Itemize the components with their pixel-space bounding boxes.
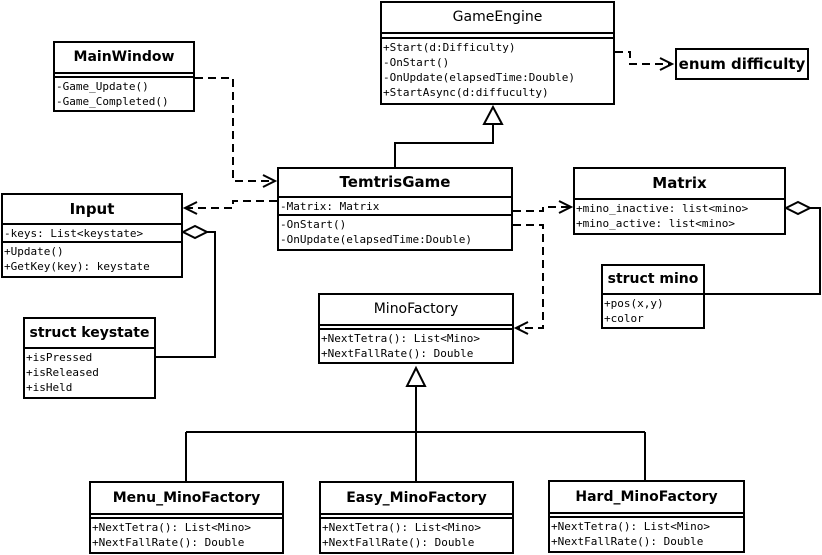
attribute-row: +color xyxy=(604,312,644,325)
attributes-section: -keys: List<keystate> xyxy=(3,225,181,243)
attribute-row: -Matrix: Matrix xyxy=(280,200,380,213)
class-name: MinoFactory xyxy=(320,295,512,326)
class-main-window[interactable]: MainWindow -Game_Update() -Game_Complete… xyxy=(53,41,195,112)
method-row: -Game_Completed() xyxy=(56,95,169,108)
method-row: -OnUpdate(elapsedTime:Double) xyxy=(280,233,473,246)
dependency-line-gameengine-to-enum xyxy=(615,51,672,65)
method-row: +NextTetra(): List<Mino> xyxy=(322,521,481,534)
inheritance-arrowhead-minofactory xyxy=(405,365,427,387)
attribute-row: +mino_active: list<mino> xyxy=(576,217,735,230)
dependency-line-temtris-to-input xyxy=(185,200,277,209)
struct-name: struct keystate xyxy=(25,319,154,349)
attributes-section: +isPressed +isReleased +isHeld xyxy=(25,349,154,395)
struct-keystate[interactable]: struct keystate +isPressed +isReleased +… xyxy=(23,317,156,399)
dependency-arrowhead-minofactory xyxy=(513,321,529,335)
attribute-row: +isPressed xyxy=(26,351,93,364)
attributes-section: +pos(x,y) +color xyxy=(603,295,703,326)
dependency-line-mainwindow-to-temtris xyxy=(195,77,275,182)
enum-difficulty[interactable]: enum difficulty xyxy=(675,48,809,80)
methods-section: -OnStart() -OnUpdate(elapsedTime:Double) xyxy=(279,216,511,247)
attributes-section: +mino_inactive: list<mino> +mino_active:… xyxy=(575,200,784,231)
method-row: -OnStart() xyxy=(280,218,347,231)
method-row: -OnUpdate(elapsedTime:Double) xyxy=(383,71,576,84)
class-name: MainWindow xyxy=(55,43,193,74)
enum-name: enum difficulty xyxy=(678,55,806,73)
class-easy-mino-factory[interactable]: Easy_MinoFactory +NextTetra(): List<Mino… xyxy=(319,481,514,554)
methods-section: +NextTetra(): List<Mino> +NextFallRate()… xyxy=(550,518,743,549)
attributes-section: -Matrix: Matrix xyxy=(279,198,511,216)
method-row: +NextFallRate(): Double xyxy=(321,347,474,360)
method-row: +NextFallRate(): Double xyxy=(92,536,245,549)
struct-name: struct mino xyxy=(603,266,703,295)
methods-section: -Game_Update() -Game_Completed() xyxy=(55,78,193,109)
methods-section: +NextTetra(): List<Mino> +NextFallRate()… xyxy=(320,330,512,361)
method-row: +StartAsync(d:diffuculty) xyxy=(383,86,549,99)
aggregation-diamond-input xyxy=(180,224,210,240)
attributes-section xyxy=(321,515,512,519)
class-name: Menu_MinoFactory xyxy=(91,483,282,515)
inheritance-line-temtris-to-gameengine xyxy=(394,124,494,167)
method-row: +GetKey(key): keystate xyxy=(4,260,150,273)
method-row: +NextTetra(): List<Mino> xyxy=(92,521,251,534)
dependency-arrowhead-matrix xyxy=(558,200,574,214)
methods-section: +Start(d:Difficulty) -OnStart() -OnUpdat… xyxy=(382,39,613,100)
method-row: -Game_Update() xyxy=(56,80,149,93)
class-temtris-game[interactable]: TemtrisGame -Matrix: Matrix -OnStart() -… xyxy=(277,167,513,251)
class-name: Easy_MinoFactory xyxy=(321,483,512,515)
method-row: +NextFallRate(): Double xyxy=(551,535,704,548)
class-input[interactable]: Input -keys: List<keystate> +Update() +G… xyxy=(1,193,183,278)
aggregation-line-keystate-to-input xyxy=(156,231,216,358)
attribute-row: +isReleased xyxy=(26,366,99,379)
attribute-row: -keys: List<keystate> xyxy=(4,227,144,240)
class-name: Hard_MinoFactory xyxy=(550,482,743,514)
struct-mino[interactable]: struct mino +pos(x,y) +color xyxy=(601,264,705,329)
class-hard-mino-factory[interactable]: Hard_MinoFactory +NextTetra(): List<Mino… xyxy=(548,480,745,553)
class-name: Matrix xyxy=(575,169,784,200)
class-matrix[interactable]: Matrix +mino_inactive: list<mino> +mino_… xyxy=(573,167,786,235)
attributes-section xyxy=(550,514,743,518)
dependency-line-temtris-to-matrix xyxy=(513,206,571,212)
methods-section: +NextTetra(): List<Mino> +NextFallRate()… xyxy=(91,519,282,550)
class-mino-factory[interactable]: MinoFactory +NextTetra(): List<Mino> +Ne… xyxy=(318,293,514,364)
attribute-row: +isHeld xyxy=(26,381,73,394)
dependency-arrowhead-temtris xyxy=(262,174,278,188)
class-name: Input xyxy=(3,195,181,225)
method-row: -OnStart() xyxy=(383,56,450,69)
class-name: TemtrisGame xyxy=(279,169,511,198)
attribute-row: +mino_inactive: list<mino> xyxy=(576,202,749,215)
class-name: GameEngine xyxy=(382,3,613,34)
method-row: +NextTetra(): List<Mino> xyxy=(551,520,710,533)
attribute-row: +pos(x,y) xyxy=(604,297,664,310)
attributes-section xyxy=(91,515,282,519)
inheritance-arrowhead-gameengine xyxy=(482,104,504,125)
method-row: +Update() xyxy=(4,245,64,258)
class-menu-mino-factory[interactable]: Menu_MinoFactory +NextTetra(): List<Mino… xyxy=(89,481,284,554)
attributes-section xyxy=(55,74,193,78)
aggregation-line-mino-to-matrix xyxy=(705,207,821,295)
methods-section: +Update() +GetKey(key): keystate xyxy=(3,243,181,274)
dependency-arrowhead-enum xyxy=(659,57,675,71)
class-game-engine[interactable]: GameEngine +Start(d:Difficulty) -OnStart… xyxy=(380,1,615,105)
aggregation-diamond-matrix xyxy=(783,200,813,216)
methods-section: +NextTetra(): List<Mino> +NextFallRate()… xyxy=(321,519,512,550)
attributes-section xyxy=(320,326,512,330)
method-row: +NextFallRate(): Double xyxy=(322,536,475,549)
method-row: +Start(d:Difficulty) xyxy=(383,41,516,54)
dependency-line-temtris-to-minofactory xyxy=(513,224,544,329)
attributes-section xyxy=(382,34,613,39)
dependency-arrowhead-input xyxy=(182,201,198,215)
method-row: +NextTetra(): List<Mino> xyxy=(321,332,480,345)
